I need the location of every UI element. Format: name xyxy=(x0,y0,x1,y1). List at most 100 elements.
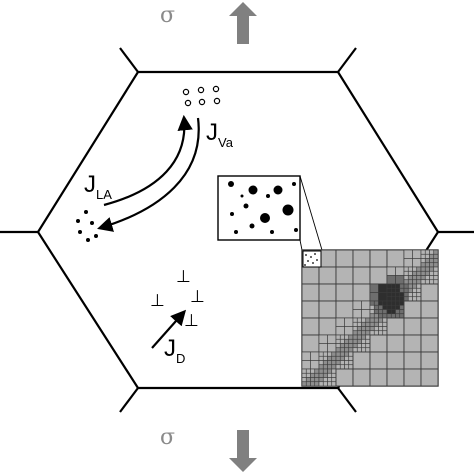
stress-arrow-bottom xyxy=(229,430,257,472)
mesh-cell xyxy=(407,296,413,302)
mesh-cell xyxy=(335,355,341,361)
mesh-cell xyxy=(424,249,430,255)
mesh-cell xyxy=(369,249,388,268)
mesh-cell xyxy=(361,347,367,353)
mesh-cell xyxy=(352,283,371,302)
mesh-cell xyxy=(318,364,324,370)
mesh-cell xyxy=(335,300,354,319)
mesh-cell xyxy=(420,262,426,268)
mesh-cell xyxy=(327,355,333,361)
mesh-cell xyxy=(352,338,358,344)
mesh-cell xyxy=(424,262,430,268)
mesh-cell xyxy=(318,377,324,383)
mesh-cell xyxy=(420,334,439,353)
mesh-cell xyxy=(395,292,401,298)
mesh-cell xyxy=(348,360,354,366)
dislocation-symbol: ⊥ xyxy=(190,287,205,306)
flux-vacancy-label: JVa xyxy=(206,119,234,150)
mesh-cell xyxy=(331,368,337,374)
mesh-cell xyxy=(310,372,316,378)
mesh-cell xyxy=(390,309,396,315)
mesh-cell xyxy=(369,300,375,306)
mesh-cell xyxy=(327,381,333,387)
mesh-cell xyxy=(322,381,328,387)
mesh-cell xyxy=(378,317,384,323)
mesh-cell xyxy=(407,275,413,281)
mesh-cell xyxy=(407,279,413,285)
mesh-cell xyxy=(373,304,379,310)
mesh-cell xyxy=(373,326,379,332)
mesh-cell xyxy=(433,258,439,264)
vacancy-cluster xyxy=(182,85,221,107)
mesh-cell xyxy=(420,258,426,264)
mesh-cell xyxy=(382,330,388,336)
mesh-cell xyxy=(416,292,422,298)
mesh-cell xyxy=(339,343,345,349)
mesh-cell xyxy=(395,266,405,276)
mesh-cell xyxy=(335,266,354,285)
sigma-bottom-label: σ xyxy=(160,425,175,450)
mesh-cell xyxy=(301,351,311,361)
mesh-cell xyxy=(339,334,345,340)
mesh-zoom-particle xyxy=(305,254,307,256)
mesh-cell xyxy=(420,368,439,387)
mesh-cell xyxy=(378,326,384,332)
mesh-cell xyxy=(369,309,375,315)
mesh-cell xyxy=(373,330,379,336)
mesh-cell xyxy=(424,279,430,285)
mesh-cell xyxy=(403,279,409,285)
sigma-top-label: σ xyxy=(160,3,175,28)
mesh-cell xyxy=(310,377,316,383)
mesh-cell xyxy=(369,317,375,323)
dislocation-symbol: ⊥ xyxy=(184,311,199,330)
mesh-cell xyxy=(407,287,413,293)
mesh-cell xyxy=(361,334,367,340)
mesh-cell xyxy=(412,292,418,298)
mesh-cell xyxy=(420,253,426,259)
flux-arrow-to-vacancies xyxy=(103,114,193,207)
mesh-cell xyxy=(322,364,328,370)
mesh-cell xyxy=(386,266,396,276)
particle-inset xyxy=(217,175,301,241)
mesh-cell xyxy=(318,351,324,357)
mesh-cell xyxy=(369,326,375,332)
mesh-cell xyxy=(429,279,435,285)
flux-arrow-dislocation xyxy=(151,309,187,349)
mesh-cell xyxy=(335,347,341,353)
mesh-cell xyxy=(424,270,430,276)
mesh-cell xyxy=(365,326,371,332)
flux-d-sub: D xyxy=(176,351,185,366)
mesh-cell xyxy=(386,275,396,285)
mesh-cell xyxy=(395,309,401,315)
mesh-cell xyxy=(416,270,422,276)
mesh-cell xyxy=(318,266,337,285)
mesh-cell xyxy=(386,304,392,310)
dislocation-symbol: ⊥ xyxy=(176,267,191,286)
mesh-cell xyxy=(420,283,439,302)
mesh-cell xyxy=(403,270,409,276)
mesh-cell xyxy=(420,279,426,285)
mesh-cell xyxy=(412,283,418,289)
mesh-cell xyxy=(301,283,320,302)
mesh-zoom-particle xyxy=(307,260,309,262)
mesh-cell xyxy=(344,360,350,366)
mesh-cell xyxy=(382,313,388,319)
mesh-cell xyxy=(318,355,324,361)
flux-vacancy-sub: Va xyxy=(218,135,234,150)
mesh-cell xyxy=(322,351,328,357)
mesh-cell xyxy=(378,304,384,310)
flux-dislocation-label: JD xyxy=(164,335,185,366)
mesh-cell xyxy=(386,334,405,353)
mesh-cell xyxy=(390,313,396,319)
mesh-zoom-particle xyxy=(310,256,312,258)
dislocation-symbol: ⊥ xyxy=(150,291,165,310)
mesh-cell xyxy=(314,372,320,378)
adaptive-mesh xyxy=(301,249,439,387)
mesh-cell xyxy=(399,287,405,293)
mesh-cell xyxy=(356,334,362,340)
mesh-cell xyxy=(327,343,337,353)
mesh-cell xyxy=(314,368,320,374)
mesh-cell xyxy=(301,317,320,336)
mesh-cell xyxy=(399,283,405,289)
mesh-cell xyxy=(352,317,358,323)
